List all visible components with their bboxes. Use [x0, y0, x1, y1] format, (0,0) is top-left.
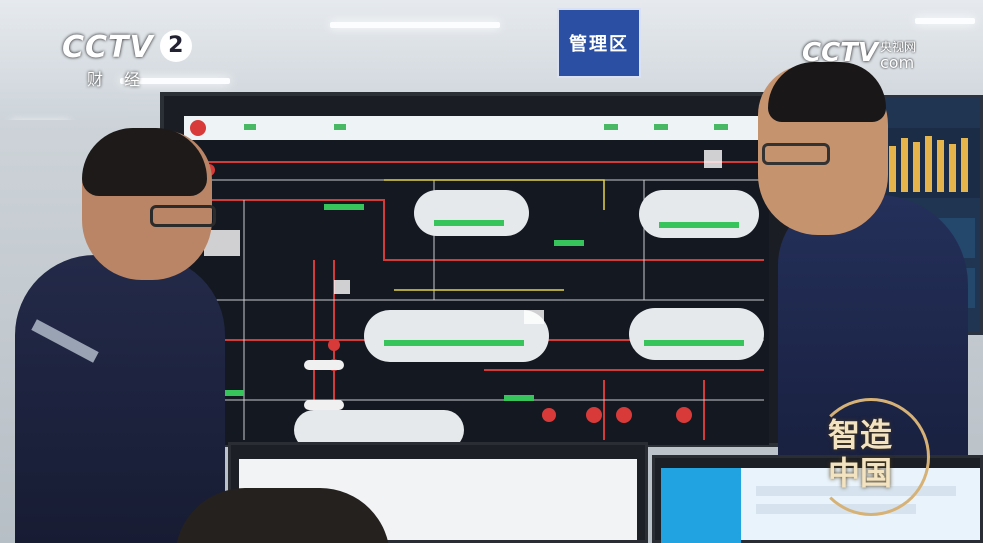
channel-name: 财 经	[87, 70, 149, 89]
ceiling-light	[330, 22, 500, 28]
hmi-toolbar-graphic	[190, 120, 728, 136]
channel-number: 2	[159, 30, 192, 62]
process-flow-graphic	[194, 150, 764, 445]
left-person-hair	[82, 128, 207, 196]
right-person-hair	[768, 62, 886, 122]
process-flow-diagram	[184, 140, 769, 445]
left-person-glasses	[150, 205, 216, 227]
left-person-jacket	[15, 255, 225, 543]
site-domain: com	[880, 53, 915, 72]
right-person-glasses	[762, 143, 830, 165]
hmi-toolbar	[184, 116, 769, 140]
video-wall	[160, 92, 810, 447]
site-name: 央视网	[880, 40, 917, 54]
zone-sign: 管理区	[557, 8, 641, 78]
site-logo: CCTV	[802, 38, 879, 68]
foreground-head	[175, 488, 390, 543]
ceiling-light	[915, 18, 975, 24]
program-badge-line1: 智造	[828, 416, 893, 454]
program-badge-ring	[812, 398, 930, 516]
ceiling-light	[120, 78, 230, 84]
program-badge-line2: 中国	[828, 454, 893, 492]
program-badge: 智造 中国	[812, 398, 932, 518]
channel-logo-text: CCTV	[62, 30, 154, 65]
